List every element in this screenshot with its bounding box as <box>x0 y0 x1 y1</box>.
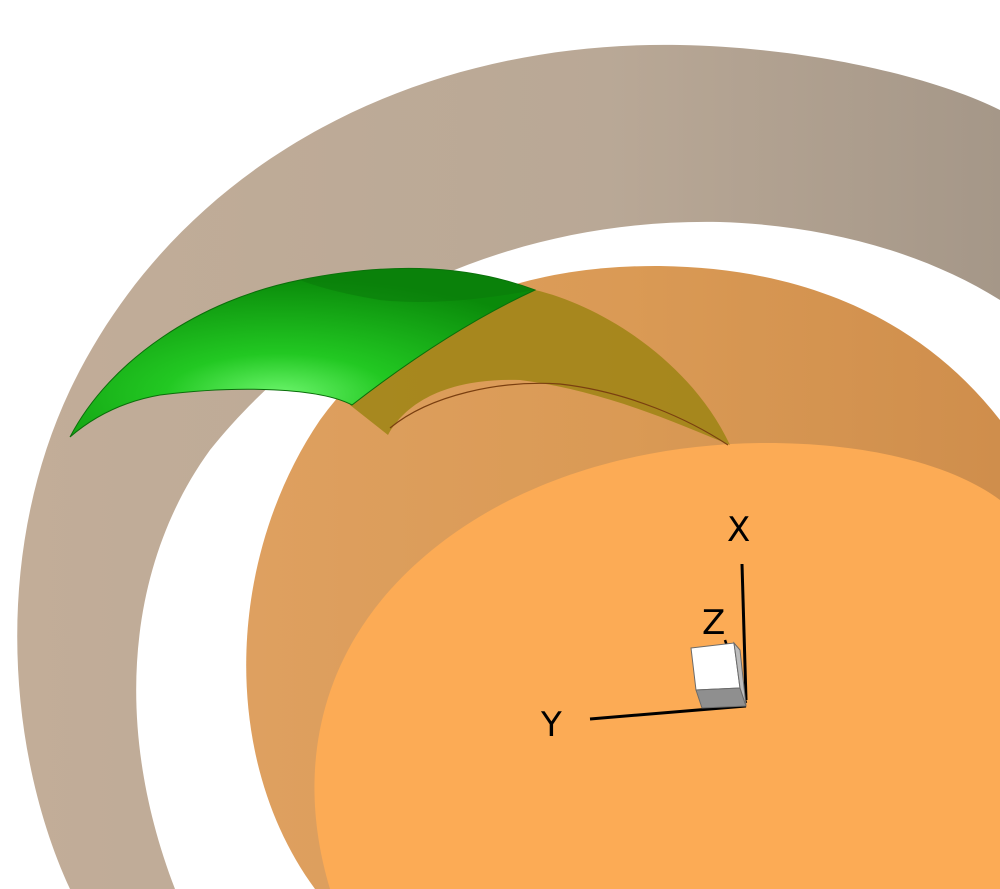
z-axis-label: Z <box>702 603 725 643</box>
triad-cube-icon <box>690 641 747 709</box>
outer-casing-ring <box>17 44 1000 889</box>
blade-edge-line <box>389 382 729 446</box>
y-axis-label: Y <box>540 705 562 745</box>
axis-triad: X Y Z <box>540 510 750 745</box>
x-axis-label: X <box>727 510 750 550</box>
blade-top-rim <box>300 268 535 302</box>
hub-cylinder-top <box>314 442 1000 889</box>
y-axis-line <box>589 704 747 721</box>
x-axis-line <box>740 563 748 701</box>
turbine-blade <box>69 267 537 438</box>
